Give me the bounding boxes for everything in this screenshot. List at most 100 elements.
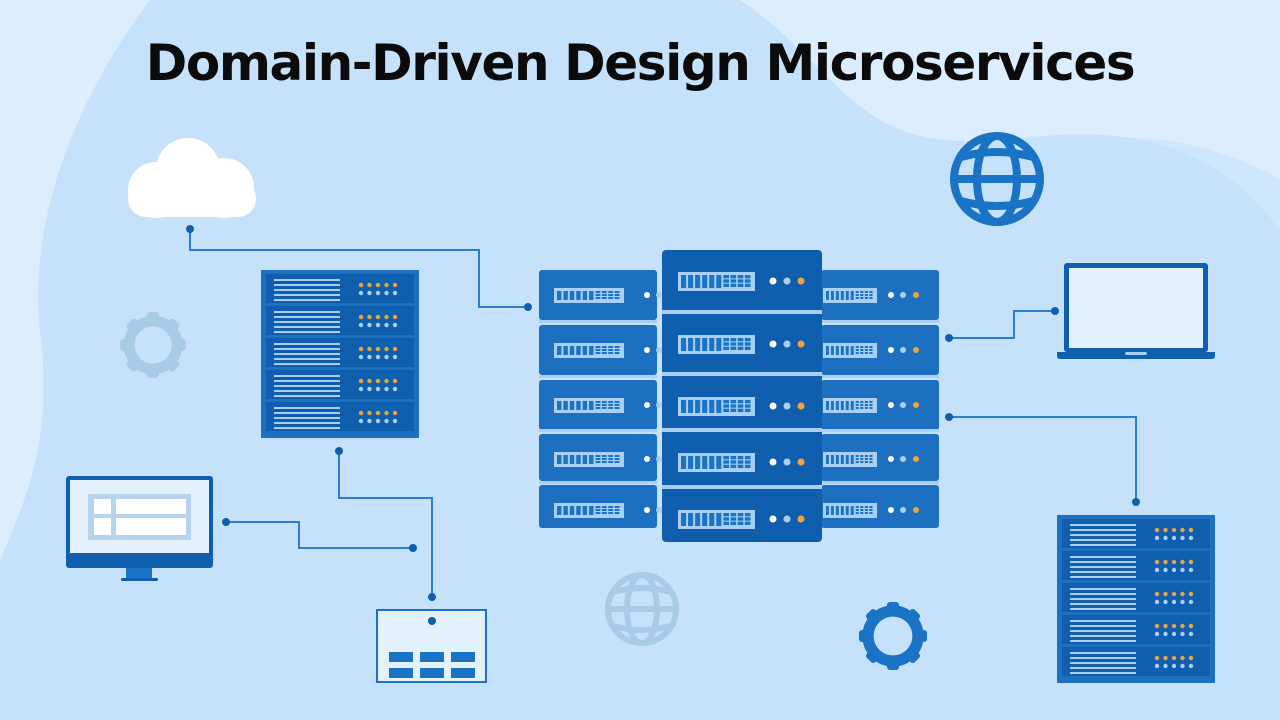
cloud-icon	[128, 138, 256, 218]
led	[392, 354, 398, 360]
port-pin	[855, 455, 859, 457]
connector-dots	[186, 225, 1140, 601]
port-pin	[737, 338, 744, 342]
cluster-unit-right	[821, 434, 939, 481]
led	[1171, 623, 1177, 629]
port-pin	[737, 456, 744, 460]
led	[375, 418, 381, 424]
led	[888, 456, 894, 462]
port-slot	[557, 346, 562, 355]
led	[1171, 631, 1177, 637]
port-pin	[601, 349, 607, 351]
connector-lines	[189, 229, 1137, 597]
vent-line	[274, 316, 340, 318]
port-slot	[569, 506, 575, 515]
led	[797, 458, 805, 466]
port-pin	[864, 458, 868, 460]
vent-line	[274, 279, 340, 281]
vent-line	[274, 422, 340, 424]
port-slot	[681, 456, 687, 469]
led	[888, 292, 894, 298]
port-slot	[850, 401, 854, 410]
led	[1154, 527, 1160, 533]
port-slot	[589, 455, 594, 464]
port-pin	[744, 342, 751, 346]
vent-line	[274, 311, 340, 313]
port-pin	[737, 342, 744, 346]
led	[1188, 535, 1194, 541]
vent-line	[1070, 539, 1136, 541]
cluster-unit-right	[821, 485, 939, 528]
led	[913, 402, 919, 408]
led	[358, 282, 364, 288]
led	[797, 340, 805, 348]
port-slot	[826, 506, 829, 515]
vent-line	[274, 343, 340, 345]
rack-separator	[662, 485, 822, 489]
led	[1171, 599, 1177, 605]
rack-unit	[266, 402, 414, 431]
port-pin	[601, 458, 607, 460]
led	[1180, 631, 1185, 637]
led	[1171, 591, 1177, 597]
led	[1180, 567, 1185, 573]
led	[1154, 663, 1160, 669]
port-slot	[826, 401, 829, 410]
led	[358, 378, 364, 384]
led	[913, 456, 919, 462]
port-pin	[601, 512, 607, 514]
led	[644, 507, 650, 513]
laptop-base	[1057, 352, 1215, 359]
cluster-unit-right	[821, 380, 939, 430]
vent-line	[274, 353, 340, 355]
globe-icon	[950, 132, 1044, 226]
port-slot	[845, 291, 849, 300]
led	[1188, 591, 1194, 597]
port-slot	[681, 400, 687, 413]
port-pin	[860, 458, 864, 460]
port-slot	[840, 346, 844, 355]
port-slot	[688, 400, 694, 413]
rack-unit	[266, 274, 414, 303]
laptop-icon	[1057, 263, 1215, 359]
server-rack-right	[1057, 515, 1215, 683]
led	[1171, 535, 1177, 541]
rack-separator	[662, 428, 822, 432]
vent-line	[274, 348, 340, 350]
panel-key	[451, 668, 475, 678]
vent-line	[1070, 603, 1136, 605]
led	[384, 386, 389, 392]
vent-line	[1070, 598, 1136, 600]
led	[392, 282, 398, 288]
port-pin	[869, 401, 873, 403]
port-pin	[855, 294, 859, 296]
rack-separator	[539, 375, 657, 378]
led	[656, 507, 662, 513]
port-slot	[582, 291, 588, 300]
port-slot	[716, 338, 722, 351]
connector-cloud-to-cluster	[189, 229, 528, 308]
led	[392, 410, 398, 416]
rack-unit	[1062, 519, 1210, 548]
connector-dot	[1132, 498, 1140, 506]
vent-line	[274, 412, 340, 414]
port-pin	[723, 338, 730, 342]
rack-separator	[662, 372, 822, 376]
port-pin	[869, 461, 873, 463]
vent-line	[274, 395, 340, 397]
port-pin	[869, 297, 873, 299]
port-slot	[702, 338, 708, 351]
gear-ring	[862, 605, 924, 667]
vent-line	[1070, 524, 1136, 526]
port-slot	[695, 513, 701, 526]
vent-line	[1070, 529, 1136, 531]
port-pin	[744, 338, 751, 342]
rack-unit	[266, 370, 414, 399]
port-pin	[855, 404, 859, 406]
port-pin	[601, 407, 607, 409]
led	[358, 322, 364, 328]
port-pin	[601, 346, 607, 348]
port-pin	[860, 455, 864, 457]
port-pin	[744, 400, 751, 404]
rack-separator	[821, 481, 939, 484]
